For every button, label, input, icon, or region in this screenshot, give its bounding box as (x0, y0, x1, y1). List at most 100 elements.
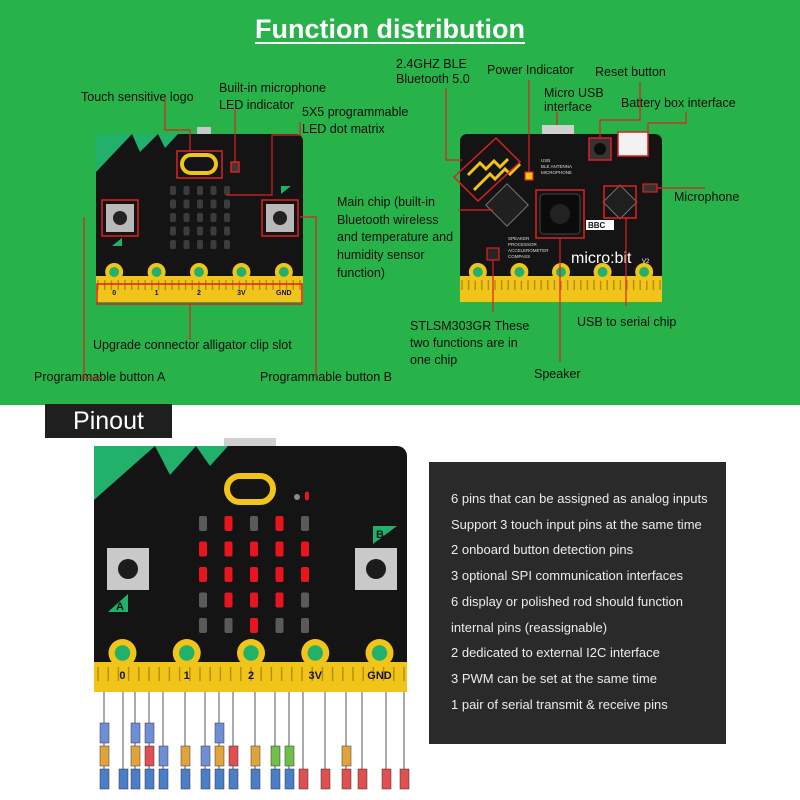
led (210, 186, 217, 195)
label-ble: 2.4GHZ BLE Bluetooth 5.0 (396, 57, 470, 86)
edge-contact (652, 280, 655, 290)
edge-contact (198, 280, 200, 290)
led (250, 618, 258, 633)
led (183, 226, 190, 236)
edge-contact (646, 280, 648, 290)
pinout-touch-logo[interactable] (224, 473, 276, 505)
edge-contact (580, 280, 582, 290)
front-led-matrix (170, 186, 230, 249)
pin-function-tag (270, 745, 281, 767)
info-line: 2 dedicated to external I2C interface (451, 645, 660, 661)
edge-contact (157, 280, 160, 290)
led (224, 199, 230, 209)
edge-contact (342, 667, 344, 681)
microphone-icon (305, 491, 309, 501)
edge-contact (199, 667, 201, 681)
edge-contact (393, 667, 395, 681)
touch-logo[interactable] (180, 153, 218, 175)
page-title: Function distribution (255, 14, 525, 44)
pin-function-tag (200, 745, 211, 767)
pin-function-tag (228, 768, 239, 790)
pin-hole (194, 267, 204, 277)
front-callout-lines (83, 97, 317, 379)
edge-contact (606, 280, 608, 290)
pin-function-tag (130, 745, 141, 767)
led (301, 567, 309, 582)
label-led-matrix: 5X5 programmable LED dot matrix (302, 105, 409, 136)
led (199, 567, 207, 582)
edge-contact (97, 667, 99, 681)
edge-contact (104, 280, 106, 290)
svg-text:BLE ANTENNA: BLE ANTENNA (541, 164, 572, 169)
edge-contact (520, 280, 523, 290)
edge-contact (252, 280, 254, 290)
edge-contact (280, 667, 283, 681)
edge-contact (240, 667, 242, 681)
led (250, 541, 258, 557)
led (199, 618, 207, 633)
label-speaker: Speaker (534, 367, 581, 381)
led (224, 618, 233, 633)
led (183, 186, 190, 195)
label-button-b: Programmable button B (260, 370, 393, 384)
led (183, 240, 190, 249)
label-power-indicator: Power Indicator (487, 63, 574, 77)
pinout-led-matrix (199, 516, 309, 633)
led (224, 567, 233, 582)
led (301, 618, 309, 633)
pin-function-tag (284, 768, 295, 790)
edge-contact (461, 280, 463, 290)
pin-label: GND (276, 290, 292, 297)
label-usb-serial: USB to serial chip (577, 315, 677, 329)
led (224, 226, 230, 236)
edge-contact (566, 280, 569, 290)
pin-function-tag (200, 768, 211, 790)
led (199, 516, 207, 531)
led (199, 541, 207, 557)
pin-hole (639, 267, 650, 277)
edge-contact (178, 667, 181, 681)
edge-contact (219, 667, 222, 681)
pinout-tab: Pinout (45, 404, 172, 438)
label-micro-usb: Micro USB interface (544, 86, 604, 114)
edge-contact (218, 280, 220, 290)
led (210, 199, 217, 209)
led (199, 592, 207, 608)
pin-function-tag (144, 722, 155, 744)
edge-contact (403, 667, 405, 681)
edge-contact (632, 280, 635, 290)
version-label: V2 (642, 259, 650, 265)
edge-contact (527, 280, 529, 290)
pin-function-tag (99, 722, 110, 744)
back-callout-lines (445, 80, 705, 362)
edge-contact (189, 667, 191, 681)
led (301, 541, 309, 557)
pin-hole (472, 267, 483, 277)
info-line: 3 PWM can be set at the same time (451, 670, 657, 686)
pin-function-tag (158, 768, 169, 790)
led (275, 516, 284, 531)
edge-contact (299, 280, 301, 290)
led (224, 240, 230, 249)
edge-contact (107, 667, 109, 681)
info-line: Support 3 touch input pins at the same t… (451, 516, 702, 532)
edge-contact (178, 280, 180, 290)
pin-label: GND (367, 670, 392, 682)
edge-contact (124, 280, 126, 290)
edge-contact (311, 667, 313, 681)
edge-contact (540, 280, 542, 290)
label-main-chip: Main chip (built-in Bluetooth wireless a… (337, 195, 454, 280)
pin-label: 3V (309, 670, 323, 682)
led (210, 213, 217, 222)
pin-info-panel: 6 pins that can be assigned as analog in… (429, 462, 726, 744)
led (170, 199, 176, 209)
edge-contact (110, 280, 113, 290)
pin-function-strips (99, 692, 410, 790)
pin-hole (179, 645, 195, 661)
pin-function-tag (130, 722, 141, 744)
svg-text:COMPASS: COMPASS (508, 254, 530, 259)
edge-contact (553, 280, 556, 290)
pin-function-tag (158, 745, 169, 767)
